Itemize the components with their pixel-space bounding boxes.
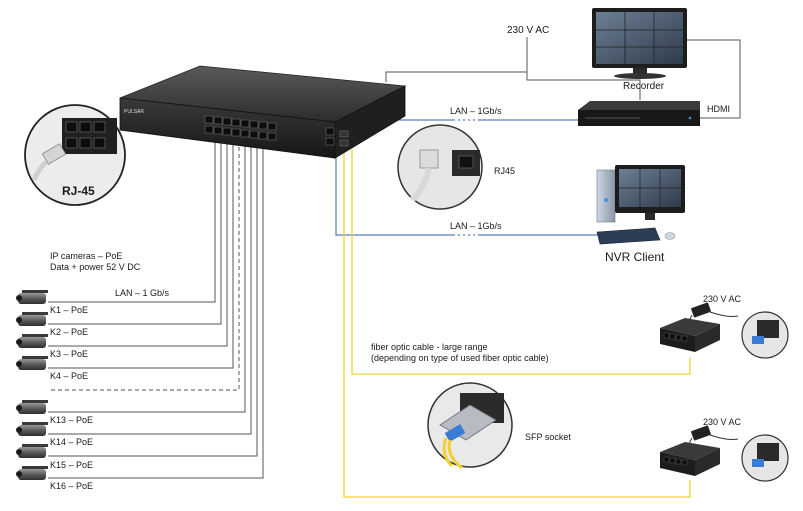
lan-client-link: LAN – 1Gb/s (450, 221, 502, 236)
ip-camera-icon (16, 334, 48, 348)
power-label-switch2: 230 V AC (703, 417, 742, 427)
rj45-detail-zoom (397, 124, 483, 210)
nvr-client-label: NVR Client (605, 250, 665, 264)
camera-k13: K13 – PoE (16, 400, 93, 425)
rj45-badge-label: RJ-45 (62, 184, 95, 198)
keyboard-icon (596, 227, 661, 245)
poe-switch: PULSAR (119, 65, 407, 159)
camera-label: K3 – PoE (50, 349, 88, 359)
camera-k4: K4 – PoE (16, 356, 88, 381)
monitor-icon (592, 8, 687, 79)
camera-label: K13 – PoE (50, 415, 93, 425)
ip-camera-icon (16, 356, 48, 370)
camera-k15: K15 – PoE (16, 444, 93, 470)
ip-camera-icon (16, 444, 48, 458)
rj45-connector-zoom (24, 104, 126, 206)
camera-k2: K2 – PoE (16, 312, 88, 337)
media-converter-icon (660, 318, 720, 352)
lan-client-label: LAN – 1Gb/s (450, 221, 502, 231)
power-label-top: 230 V AC (507, 25, 549, 36)
camera-label: K1 – PoE (50, 305, 88, 315)
camera-label: K2 – PoE (50, 327, 88, 337)
hdmi-label: HDMI (707, 104, 730, 114)
camera-k1: K1 – PoE (16, 290, 88, 315)
ip-camera-icon (16, 312, 48, 326)
sfp-socket-label: SFP socket (525, 432, 571, 442)
sfp-connector-zoom (741, 311, 789, 359)
ip-camera-icon (16, 466, 48, 480)
lan-cameras-label: LAN – 1 Gb/s (115, 288, 170, 298)
camera-k16: K16 – PoE (16, 466, 93, 491)
camera-label: K4 – PoE (50, 371, 88, 381)
fiber-caption-line2: (depending on type of used fiber optic c… (371, 353, 549, 363)
camera-k14: K14 – PoE (16, 422, 93, 447)
network-video-recorder-icon (578, 101, 700, 126)
camera-k3: K3 – PoE (16, 334, 88, 359)
lan-recorder-label: LAN – 1Gb/s (450, 106, 502, 116)
ip-camera-icon (16, 290, 48, 304)
ip-camera-icon (16, 400, 48, 414)
desktop-pc-icon (596, 165, 685, 223)
camera-label: K16 – PoE (50, 481, 93, 491)
fiber-caption-line1: fiber optic cable - large range (371, 342, 488, 352)
ip-camera-icon (16, 422, 48, 436)
rj45-detail-label: RJ45 (494, 166, 515, 176)
cameras-caption-line2: Data + power 52 V DC (50, 262, 141, 272)
recorder-label: Recorder (623, 81, 665, 92)
cameras-caption-line1: IP cameras – PoE (50, 251, 122, 261)
switch-ports (204, 115, 349, 147)
power-label-switch1: 230 V AC (703, 294, 742, 304)
lan-recorder-link: LAN – 1Gb/s (450, 106, 502, 121)
mouse-icon (664, 232, 676, 240)
fiber-cables (343, 140, 691, 498)
svg-text:PULSAR: PULSAR (124, 109, 144, 115)
camera-label: K15 – PoE (50, 460, 93, 470)
camera-cables (48, 140, 264, 479)
power-cables (385, 37, 741, 119)
sfp-module-zoom (427, 382, 513, 470)
camera-label: K14 – PoE (50, 437, 93, 447)
media-converter-icon (660, 442, 720, 476)
sfp-connector-zoom (741, 434, 789, 482)
